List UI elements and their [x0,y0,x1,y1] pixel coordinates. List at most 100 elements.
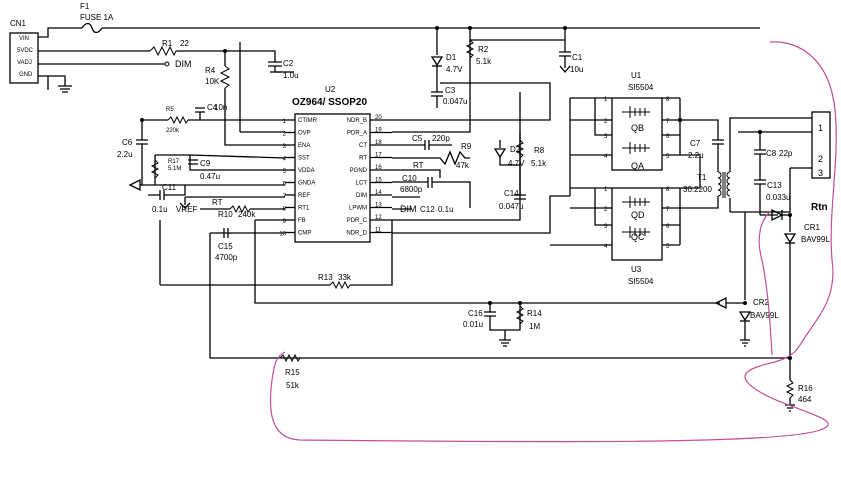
cap-c6 [136,120,148,180]
cr2-ref: CR2 [753,298,770,307]
sec-return-wire [730,168,791,213]
r17-ref: R17 [168,159,180,165]
r1-ref: R1 [162,39,173,48]
resistor-r15 [279,353,301,363]
c8-value: 22p [779,149,793,158]
c14-value: 0.047u [499,202,523,211]
junction-dots [140,26,792,360]
r10-ref: R10 [218,210,233,219]
c6-value: 2.2u [117,150,133,159]
u2-pin-name-rt: RT [359,156,367,162]
r15-value: 51k [286,381,300,390]
r13-ref: R13 [318,273,333,282]
c5-ref: C5 [412,134,423,143]
r9-ref: R9 [461,142,472,151]
c7-value: 2.2u [688,151,704,160]
connector-cn1: CN1 VIN 5VDC VADJ GND [9,19,39,84]
u3-ref: U3 [631,265,642,274]
c16-ref: C16 [468,309,483,318]
u2-pin-number-2: 2 [283,132,287,138]
cmp-feedback-wire [209,233,790,359]
u2-ref: U2 [325,85,336,94]
u2-pin-name-pdr-c: PDR_C [347,218,368,224]
cn1-gnd [38,75,72,93]
u2-pin-number-6: 6 [283,182,287,188]
r10-value: 240k [238,210,256,219]
d2-ref: D2 [510,145,521,154]
resistor-r5 [142,115,285,125]
out-pin-2: 2 [818,154,823,164]
r16-value: 464 [798,395,812,404]
rtn-label: Rtn [811,202,828,213]
vref-label: VREF [176,205,197,214]
u2-pin-name-ovp: OVP [298,131,311,137]
d1-r2-c3 [430,28,475,108]
u1-pin-2: 2 [604,119,608,125]
u2-pin-number-17: 17 [375,153,382,159]
u3-pin-1: 1 [604,187,608,193]
caps-c8-c13 [738,131,812,215]
u2-pin-name-ctimr: CTIMR [298,118,318,124]
r13-value: 33k [338,273,352,282]
r5-value: 220k [166,128,180,134]
u2-pin-name-ndr-b: NDR_B [347,118,367,124]
u2-pin-number-7: 7 [283,194,287,200]
u2-pin-number-19: 19 [375,128,382,134]
u1-pin-4: 4 [604,154,608,160]
c15-value: 4700p [215,253,238,262]
dim-label-top: DIM [175,59,192,69]
u2-pin-name-ndr-d: NDR_D [346,231,367,237]
vadj-line [38,61,170,67]
u1-pin-7: 7 [666,119,670,125]
cr1-ref: CR1 [804,223,821,232]
r17-c9-network [150,154,286,185]
u1-pin-1: 1 [604,97,608,103]
r9-value: 47k [456,161,470,170]
c11-ref: C11 [162,183,177,192]
drain-link [680,154,701,189]
mosfet-qd: QD [631,210,645,220]
c1-ref: C1 [572,53,583,62]
c14-ref: C14 [504,189,519,198]
u1-pin-5: 5 [666,154,670,160]
u2-pin-number-13: 13 [375,203,382,209]
c6-ref: C6 [122,138,133,147]
mosfet-qb: QB [631,123,644,133]
u3-pin-5: 5 [666,244,670,250]
u1-pin-6: 6 [666,134,670,140]
u3-pin-6: 6 [666,224,670,230]
r1-value: 22 [180,39,189,48]
transformer-t1 [680,117,812,212]
u3-pin-7: 7 [666,207,670,213]
c10-value: 6800p [400,185,423,194]
cn1-pin-5vdc: 5VDC [17,48,34,54]
r16-ref: R16 [798,384,813,393]
mosfet-pack-u3: 1 2 3 4 8 7 6 5 QD QC U3 SI5504 [550,187,681,286]
cr1-value: BAV99L [801,235,830,244]
r4-value: 10K [205,77,220,86]
u1-pin-3: 3 [604,134,608,140]
u2-pin-number-8: 8 [283,207,287,213]
c9-value: 0.47u [200,172,220,181]
c7-ref: C7 [690,139,701,148]
d1-value: 4.7V [446,65,463,74]
c4-ref: C4 [207,103,218,112]
cn1-pin-gnd: GND [19,72,33,78]
u2-pin-name-lpwm: LPWM [349,206,367,212]
u2-pin-number-12: 12 [375,215,382,221]
r4-ref: R4 [205,66,216,75]
u2-pin-name-lct: LCT [356,181,368,187]
u2-pin-name-pdr-a: PDR_A [347,131,367,137]
u2-pin-number-9: 9 [283,219,287,225]
u2-pin-name-ena: ENA [298,143,310,149]
rt-pin-label: RT [413,161,424,170]
u3-pin-2: 2 [604,207,608,213]
d2-value: 4.7V [508,159,525,168]
u2-pin-number-16: 16 [375,165,382,171]
u2-pin-number-11: 11 [375,228,382,234]
c5-value: 220p [432,134,450,143]
u2-pin-number-20: 20 [375,115,382,121]
c8-ref: C8 [766,149,777,158]
